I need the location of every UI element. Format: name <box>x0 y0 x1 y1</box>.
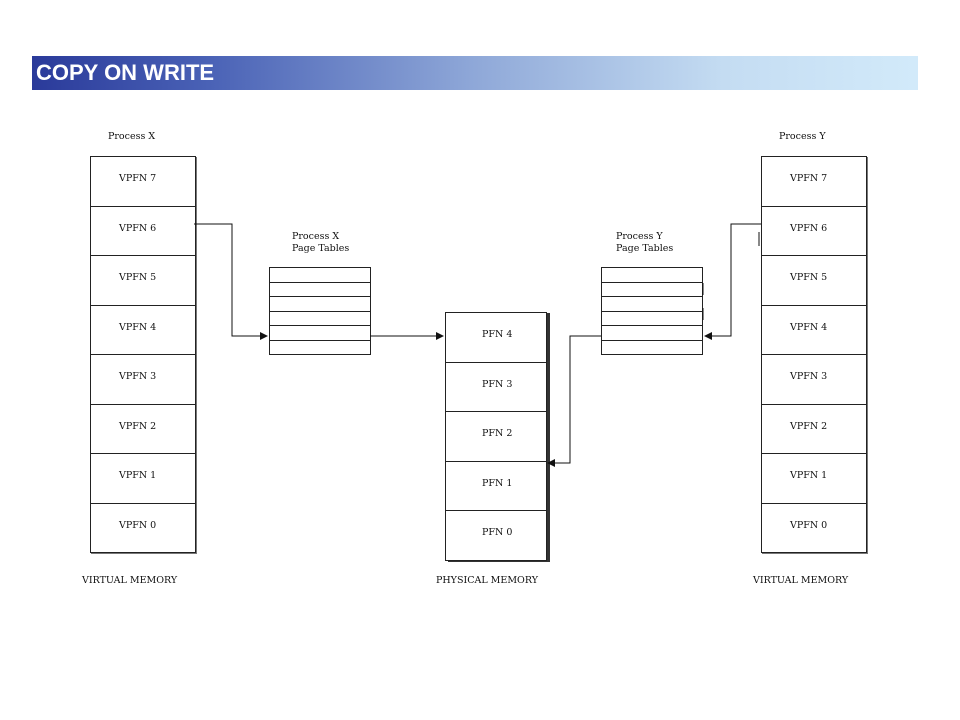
page-table-entry <box>602 326 702 341</box>
arrow-y-page-table-to-pfn1 <box>547 335 601 467</box>
process-x-virtual-memory: VPFN 7 VPFN 6 VPFN 5 VPFN 4 VPFN 3 VPFN … <box>90 156 196 553</box>
process-x-vpfn-2: VPFN 2 <box>91 405 195 454</box>
process-x-vpfn-1: VPFN 1 <box>91 454 195 504</box>
process-x-vpfn-0: VPFN 0 <box>91 504 195 553</box>
process-y-vpfn-3: VPFN 3 <box>762 355 866 405</box>
process-y-title: Process Y <box>779 131 826 142</box>
slide-title: COPY ON WRITE <box>36 60 215 85</box>
pfn-1: PFN 1 <box>446 462 546 511</box>
process-x-vpfn-3: VPFN 3 <box>91 355 195 405</box>
page-table-entry <box>270 283 370 297</box>
pfn-3: PFN 3 <box>446 363 546 412</box>
process-x-page-table-title-line1: Process X <box>292 231 340 242</box>
physical-memory: PFN 4 PFN 3 PFN 2 PFN 1 PFN 0 <box>445 312 547 561</box>
page-table-entry <box>602 268 702 283</box>
process-y-vpfn-7: VPFN 7 <box>762 157 866 207</box>
process-y-vpfn-4: VPFN 4 <box>762 306 866 355</box>
process-x-page-table-title-line2: Page Tables <box>292 243 350 254</box>
pfn-2: PFN 2 <box>446 412 546 462</box>
process-y-vpfn-6: VPFN 6 <box>762 207 866 256</box>
process-x-page-table <box>269 267 371 355</box>
process-x-title: Process X <box>108 131 156 142</box>
page-table-entry <box>602 312 702 326</box>
arrow-x-vpfn6-to-page-table <box>194 223 268 340</box>
process-x-vpfn-5: VPFN 5 <box>91 256 195 306</box>
page-table-entry <box>270 341 370 355</box>
page-table-entry <box>270 297 370 312</box>
process-y-page-table-title-line1: Process Y <box>616 231 663 242</box>
page-table-entry <box>602 341 702 355</box>
arrow-y-vpfn-to-page-table <box>704 223 761 340</box>
page-table-entry <box>602 297 702 312</box>
process-x-vpfn-6: VPFN 6 <box>91 207 195 256</box>
page-table-entry <box>270 312 370 326</box>
process-y-vpfn-5: VPFN 5 <box>762 256 866 306</box>
process-x-vpfn-4: VPFN 4 <box>91 306 195 355</box>
page-table-entry <box>602 283 702 297</box>
process-x-vpfn-7: VPFN 7 <box>91 157 195 207</box>
process-y-vpfn-0: VPFN 0 <box>762 504 866 553</box>
process-y-virtual-memory: VPFN 7 VPFN 6 VPFN 5 VPFN 4 VPFN 3 VPFN … <box>761 156 867 553</box>
physical-memory-label: PHYSICAL MEMORY <box>436 575 538 586</box>
process-y-vpfn-1: VPFN 1 <box>762 454 866 504</box>
process-y-vpfn-2: VPFN 2 <box>762 405 866 454</box>
pfn-0: PFN 0 <box>446 511 546 561</box>
process-x-memory-label: VIRTUAL MEMORY <box>82 575 178 586</box>
pfn-4: PFN 4 <box>446 313 546 363</box>
page-table-entry <box>270 326 370 341</box>
process-y-memory-label: VIRTUAL MEMORY <box>753 575 849 586</box>
slide-title-bar: COPY ON WRITE <box>32 56 918 90</box>
process-y-page-table-title-line2: Page Tables <box>616 243 674 254</box>
page-table-entry <box>270 268 370 283</box>
